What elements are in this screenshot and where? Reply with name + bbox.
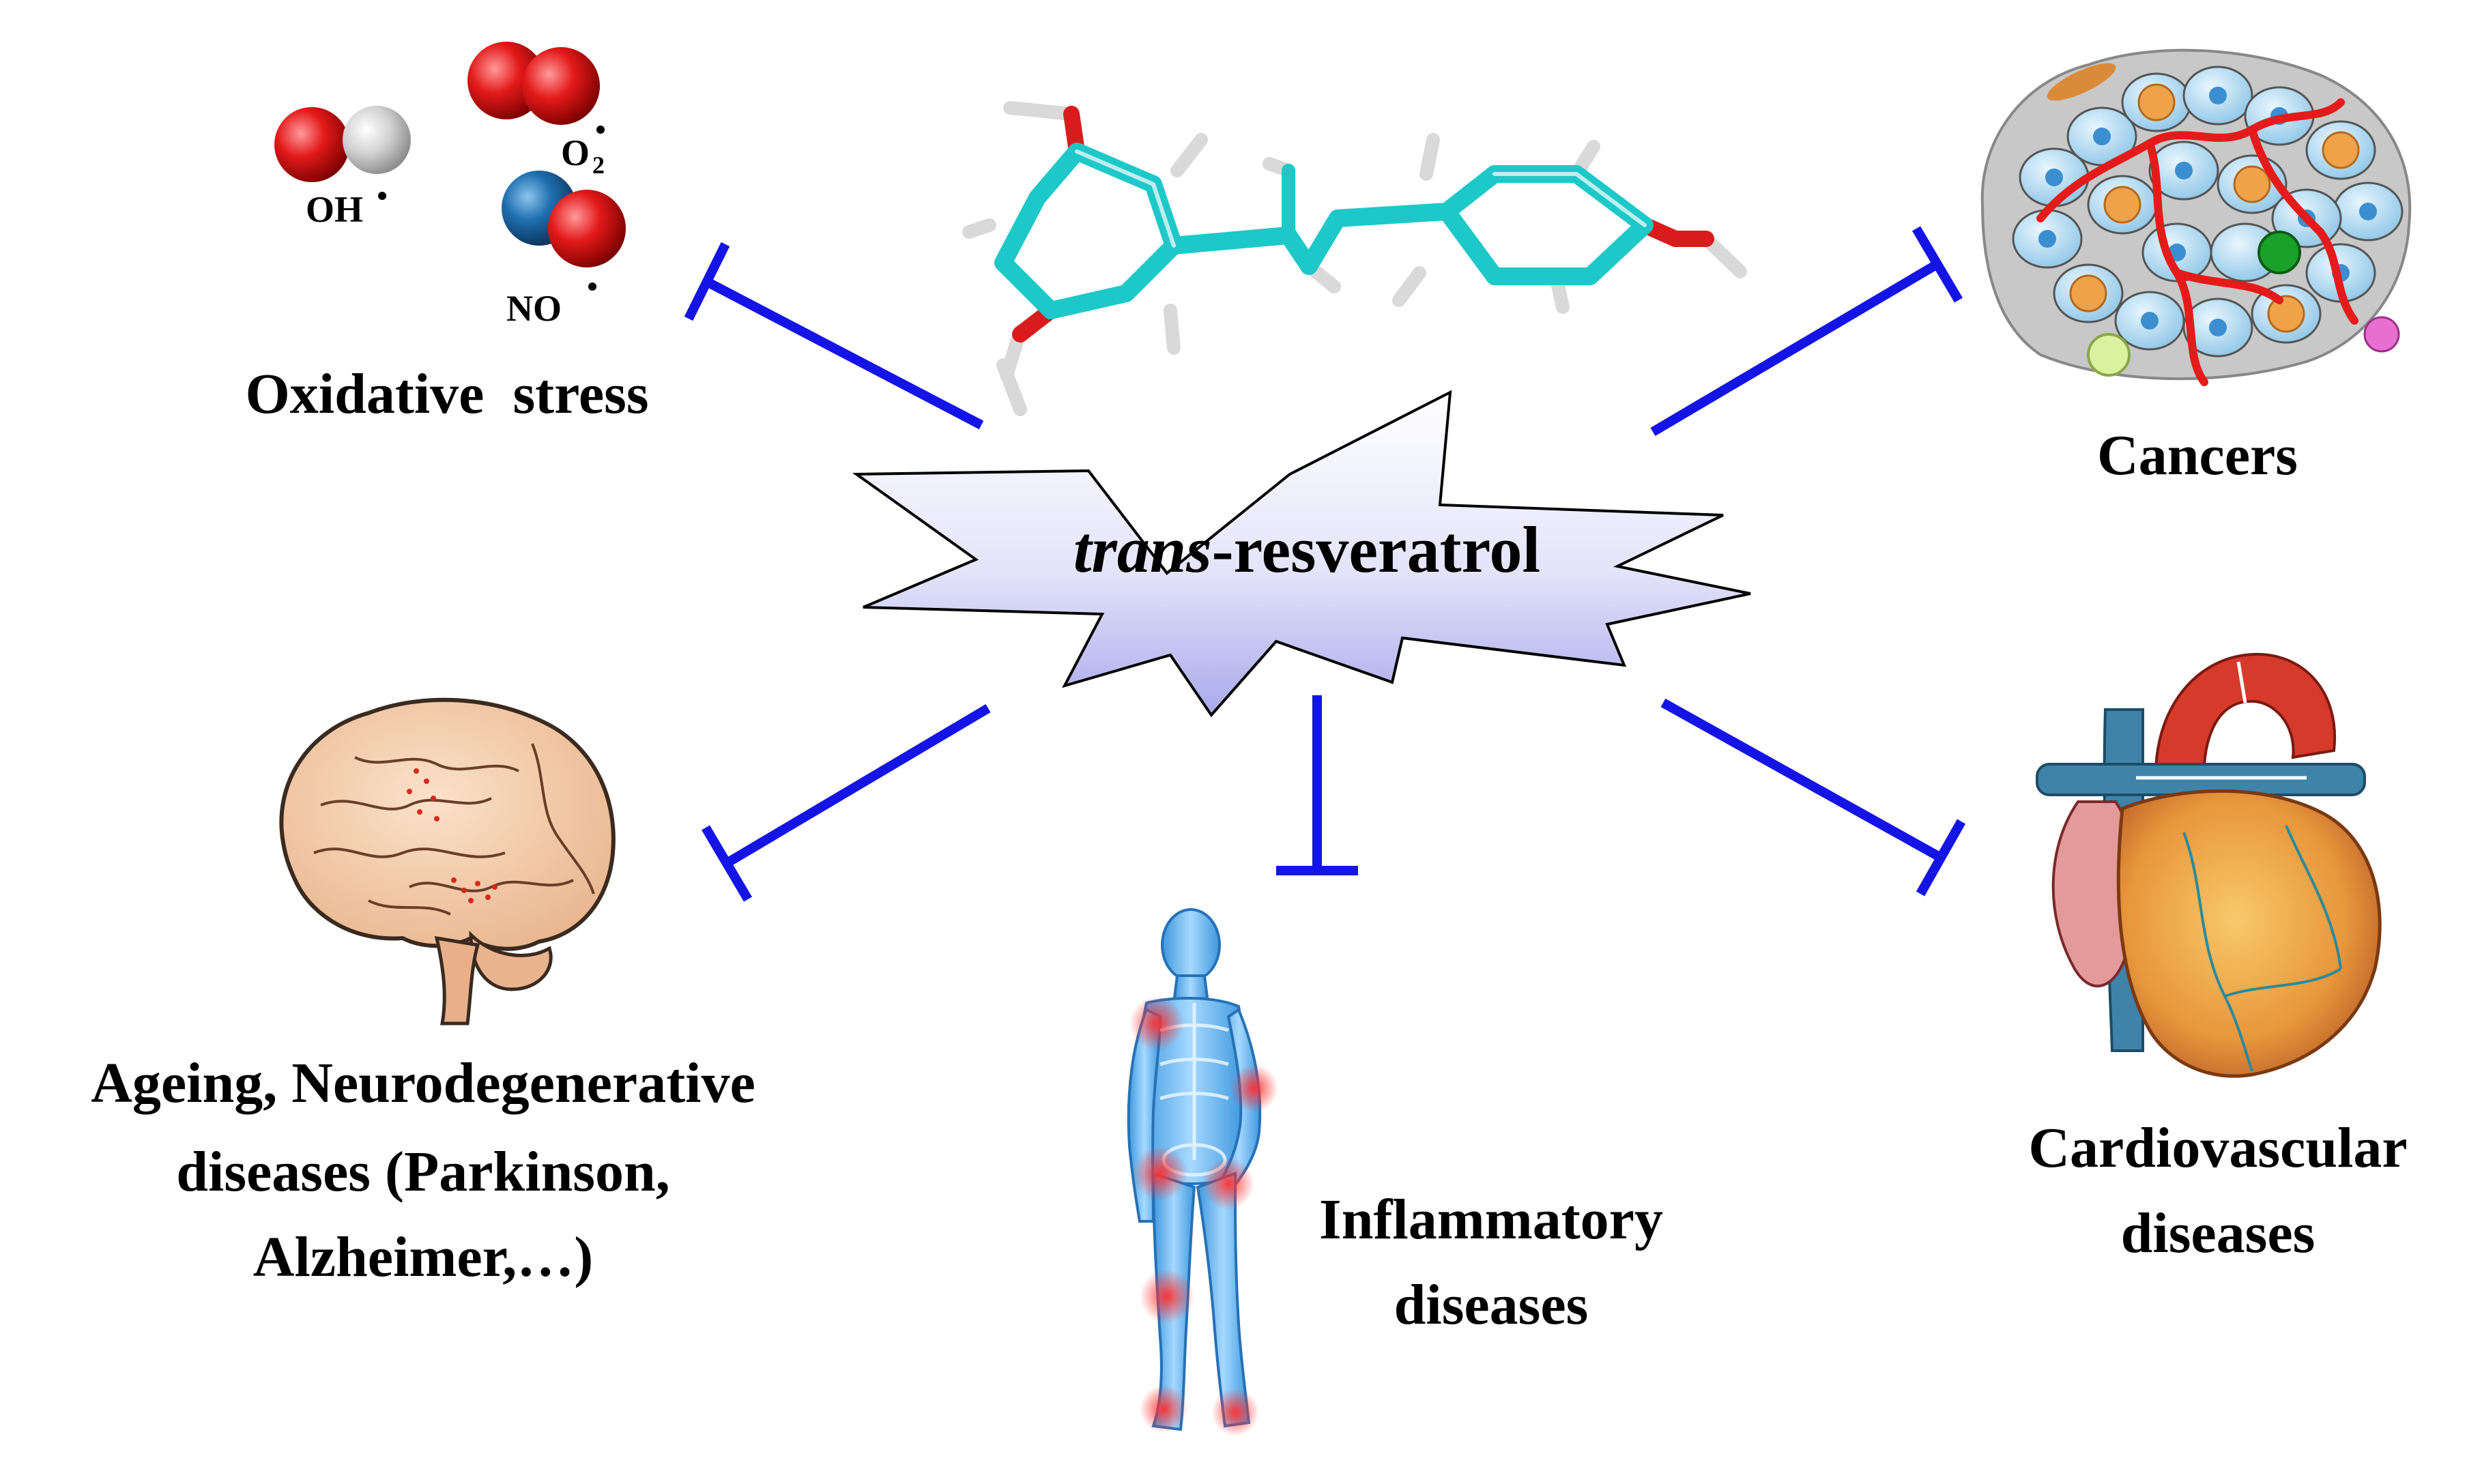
green-cell xyxy=(2257,231,2301,274)
no-radical-label: NO xyxy=(506,288,562,329)
inhibit-inflammatory xyxy=(1276,695,1358,875)
center-label-suffix: -resveratrol xyxy=(1212,513,1541,586)
oh-radical-dot xyxy=(378,192,386,200)
inflammatory-label-line-1: Inflammatory xyxy=(1319,1188,1663,1251)
heart-ventricles xyxy=(2116,789,2382,1078)
tumor-cells-icon xyxy=(1980,48,2412,386)
heart-aorta xyxy=(2154,652,2337,793)
cardio-label-line-2: diseases xyxy=(2121,1202,2315,1265)
reactive-species-icon: OH O 2 NO xyxy=(274,42,626,329)
oh-text: OH xyxy=(306,189,363,230)
resveratrol-molecule-icon xyxy=(962,101,1747,416)
inhibit-cardio xyxy=(1660,698,1966,897)
oh-radical-label: OH xyxy=(306,189,363,230)
body-head xyxy=(1161,908,1221,982)
no-radical-dot xyxy=(588,282,596,291)
no-oxygen-atom xyxy=(548,190,626,267)
center-burst: trans-resveratrol xyxy=(852,390,1751,718)
center-label-prefix: trans xyxy=(1073,513,1212,586)
oh-oxygen-atom xyxy=(274,107,349,182)
inhibition-arrows xyxy=(684,226,1966,902)
tumor-blood-vessels xyxy=(2036,98,2358,386)
body-right-leg xyxy=(1196,1172,1251,1428)
no-text: NO xyxy=(506,288,562,329)
brain-icon xyxy=(279,697,616,1025)
inhibit-neuro xyxy=(701,703,991,902)
o2-radical-label: O xyxy=(561,132,590,173)
yellow-cell xyxy=(2087,333,2131,377)
brain-cerebellum xyxy=(469,930,553,991)
oh-hydrogen-atom xyxy=(343,106,411,174)
inflammation-spots xyxy=(1129,996,1278,1436)
neuro-label-line-1: Ageing, Neurodegenerative xyxy=(91,1051,755,1115)
inhibit-oxidative-stress xyxy=(684,242,984,430)
o2-oxygen-atom-2 xyxy=(522,47,600,125)
pink-cell xyxy=(2363,316,2400,353)
brain-stem xyxy=(434,935,480,1025)
o2-text: O xyxy=(561,132,590,173)
neuro-label-line-2: diseases (Parkinson, xyxy=(176,1140,669,1204)
oxidative-stress-label: Oxidative stress xyxy=(245,362,648,426)
o2-radical-dot xyxy=(596,126,605,134)
cancers-label: Cancers xyxy=(2097,424,2298,487)
spindle-cell xyxy=(2047,63,2116,101)
o2-subscript: 2 xyxy=(592,151,605,179)
burst-star-shape xyxy=(852,390,1751,718)
neuro-label-line-3: Alzheimer,…) xyxy=(253,1225,593,1289)
inhibit-cancers xyxy=(1650,226,1963,437)
center-label: trans-resveratrol xyxy=(1073,513,1540,586)
heart-icon xyxy=(2036,652,2382,1078)
inflammatory-label-line-2: diseases xyxy=(1394,1273,1589,1337)
cardio-label-line-1: Cardiovascular xyxy=(2028,1116,2407,1180)
